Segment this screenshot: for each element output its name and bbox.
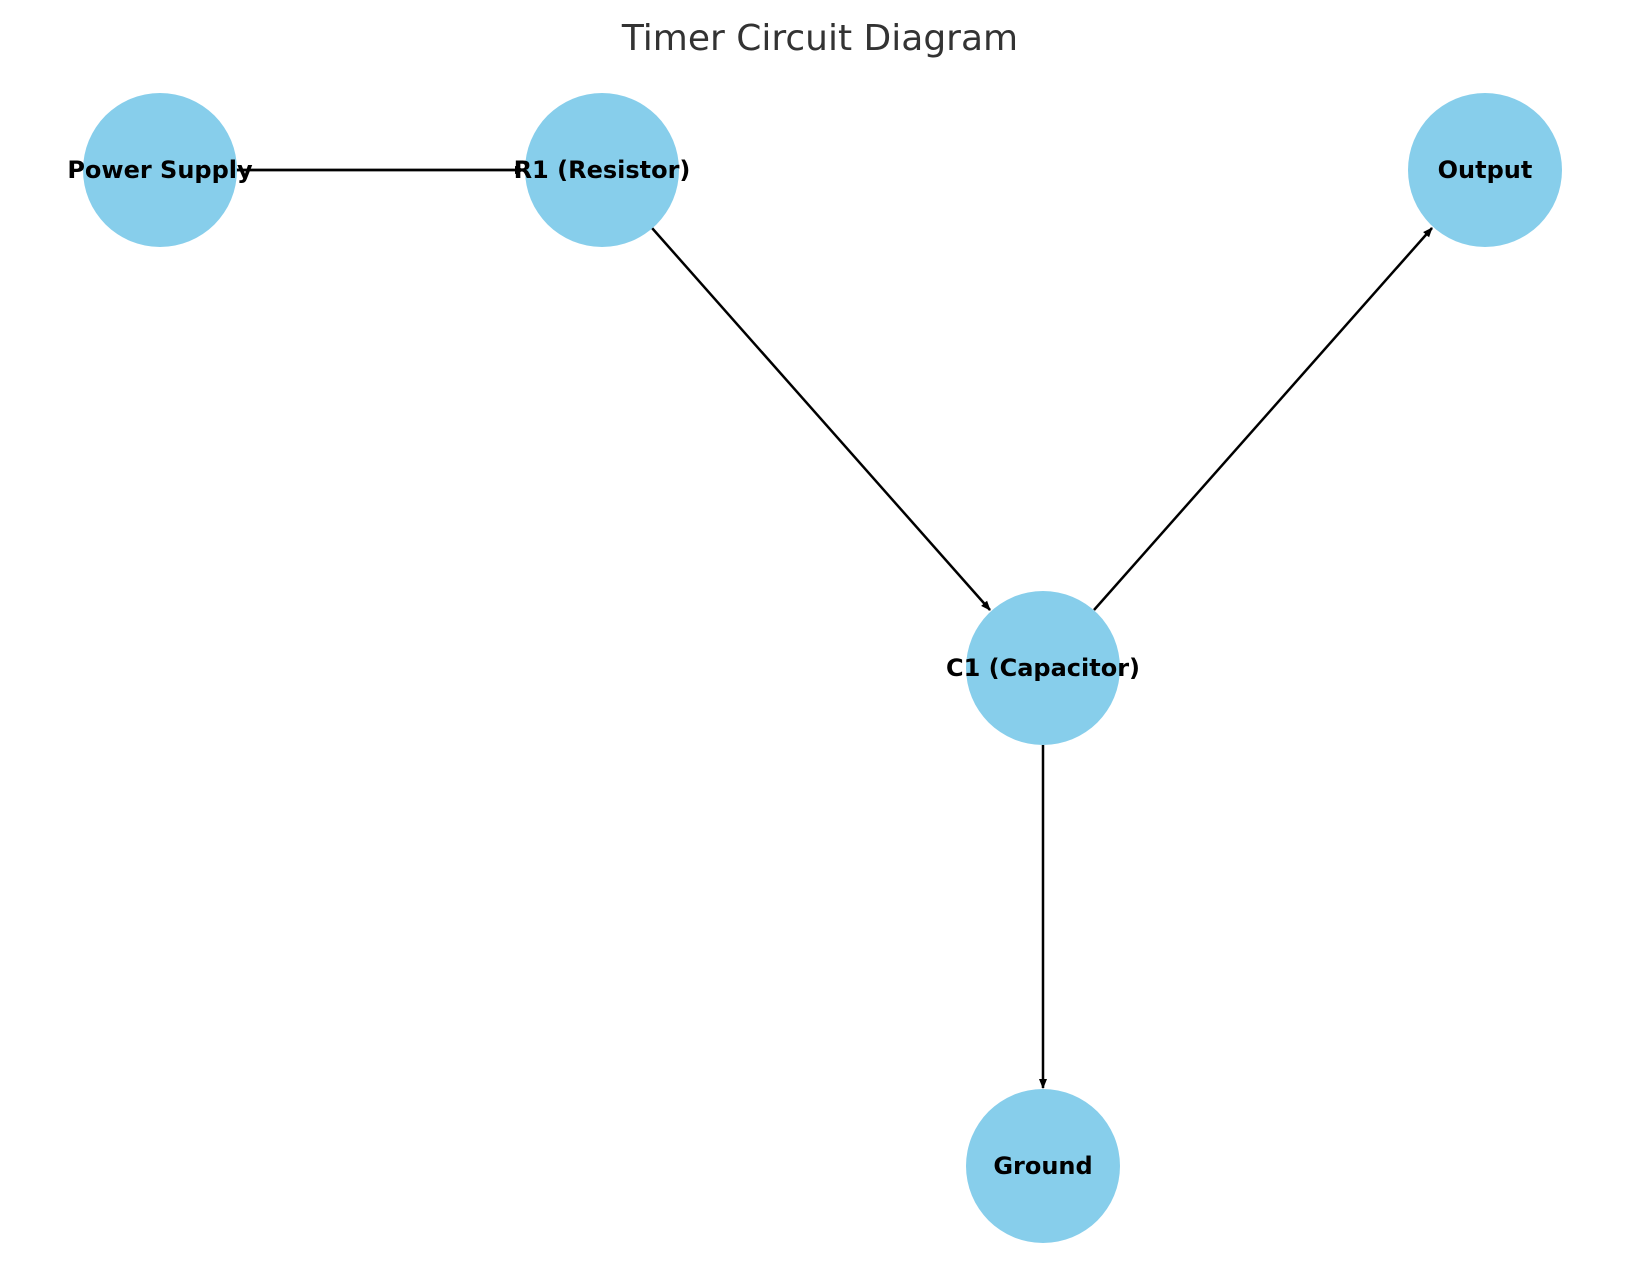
edge-c1-to-output (1093, 227, 1433, 611)
node-power-supply: Power Supply (67, 93, 253, 247)
node-r1: R1 (Resistor) (514, 93, 691, 247)
node-c1-label: C1 (Capacitor) (946, 654, 1140, 682)
node-output: Output (1408, 93, 1562, 247)
diagram-title: Timer Circuit Diagram (621, 18, 1018, 59)
node-r1-circle (525, 93, 679, 247)
node-r1-label: R1 (Resistor) (514, 156, 691, 184)
node-power-supply-circle (83, 93, 237, 247)
node-c1-circle (966, 591, 1120, 745)
node-output-label: Output (1438, 156, 1533, 184)
edges-layer (160, 166, 1433, 1089)
edge-r1-to-c1 (651, 227, 991, 611)
node-ground-circle (966, 1089, 1120, 1243)
node-ground: Ground (966, 1089, 1120, 1243)
node-ground-label: Ground (993, 1152, 1092, 1180)
node-c1: C1 (Capacitor) (946, 591, 1140, 745)
nodes-layer: Power Supply R1 (Resistor) Output C1 (Ca… (67, 93, 1562, 1243)
node-output-circle (1408, 93, 1562, 247)
node-power-supply-label: Power Supply (67, 156, 253, 184)
